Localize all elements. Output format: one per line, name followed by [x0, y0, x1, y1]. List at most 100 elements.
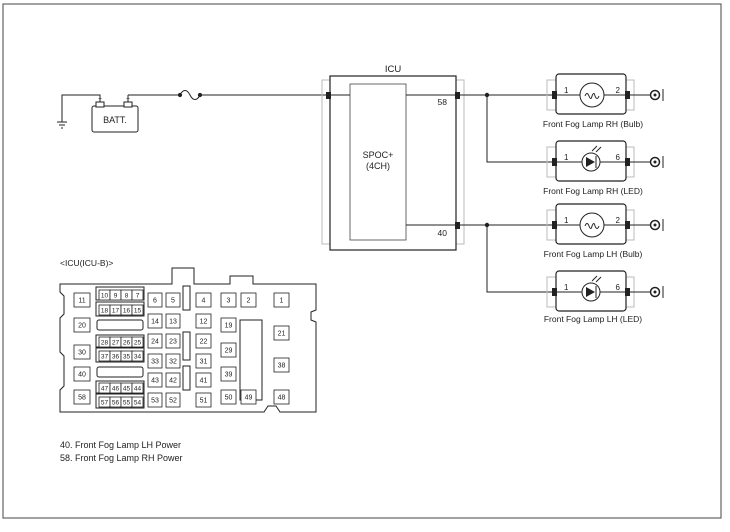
- connector-pin-label: 46: [112, 386, 120, 393]
- connector-block-2: [95, 301, 145, 317]
- legend-line-40: 40. Front Fog Lamp LH Power: [60, 440, 181, 450]
- pin-40-label: 40: [438, 228, 448, 238]
- battery-neg-sign: −: [98, 96, 102, 103]
- connector-pin-label: 52: [169, 398, 177, 405]
- connector-pin-cell: [195, 313, 212, 329]
- icu-pin-40: [455, 222, 460, 229]
- lamp-pin-in: [552, 221, 557, 229]
- led-diode-icon: [586, 157, 595, 167]
- connector-pin-cell: [220, 366, 237, 382]
- connector-pin-label: 29: [225, 348, 233, 355]
- connector-pin-label: 12: [200, 319, 208, 326]
- connector-pin-label: 25: [134, 340, 142, 347]
- connector-pin-cell: [73, 389, 91, 405]
- connector-pin-label: 28: [101, 340, 109, 347]
- connector-pin-label: 21: [278, 331, 286, 338]
- lamp-rh-led-pin-out: 6: [616, 153, 621, 162]
- connector-pin-label: 20: [78, 323, 86, 330]
- junction-40: [484, 222, 490, 228]
- lamp-rh-bulb-pin-in: 1: [564, 86, 569, 95]
- connector-pin-cell: [147, 333, 163, 349]
- icu-pin-in: [326, 92, 331, 99]
- ground-terminal-dot: [653, 290, 657, 294]
- connector-pin-label: 16: [123, 308, 131, 315]
- icu-pin-58: [455, 92, 460, 99]
- connector-pin-cell: [73, 292, 91, 308]
- connector-pin-cell: [240, 292, 257, 308]
- fog-lamp-lh-bulb: [546, 203, 664, 245]
- connector-pin-cell: [165, 353, 181, 369]
- lamp-rh-bulb-pin-out: 2: [616, 86, 621, 95]
- connector-pin-label: 24: [151, 339, 159, 346]
- connector-pin-label: 58: [78, 395, 86, 402]
- connector-pin-label: 40: [78, 372, 86, 379]
- connector-pin-cell: [131, 396, 144, 408]
- filament-icon: [584, 93, 600, 99]
- ground-terminal-dot: [653, 223, 657, 227]
- connector-pin-cell: [147, 313, 163, 329]
- connector-pin-cell: [147, 392, 163, 408]
- junction-58: [484, 92, 490, 98]
- connector-pin-label: 17: [112, 308, 120, 315]
- connector-key-1: [96, 319, 144, 331]
- connector-rib-3: [182, 365, 191, 391]
- spoc-label-line2: (4CH): [366, 161, 390, 171]
- connector-pin-label: 5: [171, 298, 175, 305]
- connector-pin-label: 27: [112, 340, 120, 347]
- lamp-pin-out: [625, 91, 630, 99]
- connector-pin-label: 23: [169, 339, 177, 346]
- lamp-rh-led-pin-in: 1: [564, 153, 569, 162]
- connector-rib-1: [182, 285, 191, 311]
- connector-pin-cell: [195, 353, 212, 369]
- lamp-lh-led-caption: Front Fog Lamp LH (LED): [544, 314, 642, 324]
- connector-pin-cell: [195, 333, 212, 349]
- led-diode-icon: [586, 287, 595, 297]
- connector-pin-label: 8: [125, 293, 129, 300]
- bulb-icon: [579, 212, 605, 238]
- connector-pin-label: 19: [225, 323, 233, 330]
- connector-pin-cell: [131, 289, 144, 301]
- lamp-pin-out: [625, 158, 630, 166]
- connector-pin-label: 39: [225, 372, 233, 379]
- battery-circuit: [57, 90, 326, 133]
- icu-box: [329, 75, 457, 251]
- icu-module: [321, 75, 465, 251]
- lamp-rh-bulb-caption: Front Fog Lamp RH (Bulb): [543, 119, 643, 129]
- connector-pin-cell: [73, 366, 91, 382]
- connector-pin-label: 30: [78, 350, 86, 357]
- connector-pin-cell: [131, 304, 144, 316]
- lamp-pin-in: [552, 158, 557, 166]
- lamp-lh-led-pin-out: 6: [616, 283, 621, 292]
- connector-pin-label: 50: [225, 395, 233, 402]
- connector-slot: [239, 319, 263, 401]
- ground-terminal-icon: [649, 219, 661, 231]
- connector-pin-label: 9: [114, 293, 118, 300]
- connector-pin-cell: [147, 353, 163, 369]
- connector-pin-label: 6: [153, 298, 157, 305]
- connector-pin-label: 38: [278, 363, 286, 370]
- connector-pin-cell: [147, 372, 163, 388]
- connector-pin-label: 22: [200, 339, 208, 346]
- connector-pin-label: 32: [169, 359, 177, 366]
- connector-pin-label: 41: [200, 378, 208, 385]
- connector-pin-cell: [220, 389, 237, 405]
- connector-pin-label: 11: [78, 298, 85, 305]
- connector-pin-cell: [165, 333, 181, 349]
- connector-pin-label: 18: [101, 308, 109, 315]
- connector-pin-cell: [195, 392, 212, 408]
- lamp-rh-led-caption: Front Fog Lamp RH (LED): [543, 186, 643, 196]
- icu-title: ICU: [385, 64, 402, 75]
- connector-pin-cell: [273, 357, 290, 373]
- lamp-pin-in: [552, 91, 557, 99]
- connector-pin-label: 48: [278, 395, 286, 402]
- connector-pin-label: 15: [134, 308, 142, 315]
- wire-58-led: [486, 95, 552, 163]
- connector-pin-cell: [165, 313, 181, 329]
- connector-pin-label: 33: [151, 359, 159, 366]
- connector-pin-cell: [131, 336, 144, 348]
- connector-block-4: [95, 347, 145, 363]
- connector-pin-label: 13: [169, 319, 177, 326]
- battery-label: BATT.: [103, 115, 127, 125]
- connector-pin-label: 54: [134, 400, 142, 407]
